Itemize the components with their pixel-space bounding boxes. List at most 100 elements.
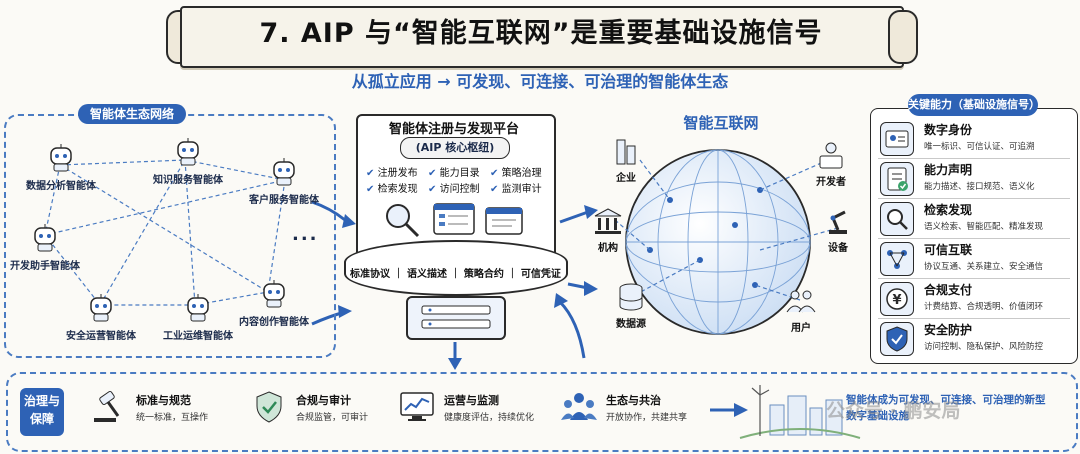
platform-hub-label: (AIP 核心枢纽): [400, 137, 510, 159]
capability-desc: 唯一标识、可信认证、可追溯: [924, 142, 1035, 152]
robot-icon: [34, 224, 56, 252]
capability-compliant-payment[interactable]: ¥ 合规支付 计费结算、合规透明、价值闭环: [876, 278, 1072, 319]
platform-title: 智能体注册与发现平台: [388, 122, 519, 137]
search-icon: [880, 202, 914, 236]
title-scroll: [180, 6, 904, 68]
agent-security-ops[interactable]: 安全运营智能体: [58, 292, 144, 342]
check-icon: ✔: [428, 168, 437, 179]
result-statement: 智能体成为可发现、可连接、可治理的新型数字基础设施: [846, 394, 1046, 422]
capability-name: 安全防护: [924, 323, 973, 337]
governance-operations[interactable]: 运营与监测 健康度评估，持续优化: [398, 384, 558, 434]
robot-icon: [177, 138, 199, 166]
network-node-developer[interactable]: 开发者: [806, 140, 856, 188]
agent-label: 数据分析智能体: [26, 181, 96, 192]
network-node-institution[interactable]: 机构: [586, 206, 630, 254]
governance-desc: 统一标准，互操作: [136, 413, 209, 423]
building-icon: [616, 139, 636, 165]
node-label: 机构: [598, 243, 618, 254]
yen-coin-icon: ¥: [880, 282, 914, 316]
governance-name: 合规与审计: [296, 394, 351, 407]
robot-icon: [273, 158, 295, 186]
scroll-right-roll: [888, 10, 918, 64]
server-base: [406, 296, 506, 340]
governance-strip: [6, 372, 1078, 452]
id-card-icon: [880, 122, 914, 156]
governance-desc: 开放协作，共建共享: [606, 413, 688, 423]
feature-item: ✔ 检索发现: [366, 184, 418, 195]
users-icon: [786, 290, 816, 313]
gavel-icon: [94, 390, 120, 422]
capability-desc: 能力描述、接口规范、语义化: [924, 182, 1035, 192]
network-title: 智能互联网: [683, 114, 759, 132]
capability-declaration[interactable]: 能力声明 能力描述、接口规范、语义化: [876, 158, 1072, 199]
governance-compliance[interactable]: 合规与审计 合规监管，可审计: [250, 384, 400, 434]
divider: [878, 158, 1070, 159]
capability-desc: 访问控制、隐私保护、风险防控: [924, 342, 1044, 352]
divider: [878, 278, 1070, 279]
capability-name: 数字身份: [924, 123, 973, 137]
agent-label: 客户服务智能体: [249, 195, 319, 206]
divider: [878, 198, 1070, 199]
capabilities-tag: 关键能力（基础设施信号）: [908, 94, 1040, 116]
policy-window-icon: [485, 207, 523, 235]
capability-desc: 协议互通、关系建立、安全通信: [924, 262, 1044, 272]
page-title: 7. AIP 与“智能互联网”是重要基础设施信号: [259, 18, 823, 49]
capability-desc: 计费结算、合规透明、价值闭环: [924, 302, 1044, 312]
feature-item: ✔ 访问控制: [428, 184, 480, 195]
capability-name: 检索发现: [924, 203, 973, 217]
governance-tag: 治理与保障: [20, 388, 64, 436]
platform-drum: [344, 240, 568, 296]
check-icon: ✔: [428, 184, 437, 195]
divider: [878, 238, 1070, 239]
agent-label: 开发助手智能体: [10, 261, 80, 272]
governance-standards[interactable]: 标准与规范 统一标准，互操作: [90, 384, 240, 434]
node-label: 数据源: [616, 319, 646, 330]
divider: [878, 318, 1070, 319]
page-subtitle: 从孤立应用 → 可发现、可连接、可治理的智能体生态: [351, 72, 729, 91]
agent-knowledge-service[interactable]: 知识服务智能体: [140, 136, 236, 186]
network-icon: [880, 242, 914, 276]
robot-icon: [187, 294, 209, 322]
feature-item: ✔ 监测审计: [490, 184, 542, 195]
governance-name: 运营与监测: [444, 394, 499, 407]
check-icon: ✔: [366, 184, 375, 195]
robot-icon: [50, 144, 72, 172]
node-label: 开发者: [816, 177, 846, 188]
agent-customer-service[interactable]: 客户服务智能体: [236, 156, 332, 206]
governance-ecosystem[interactable]: 生态与共治 开放协作，共建共享: [560, 384, 710, 434]
shield-check-icon: [256, 391, 282, 423]
network-node-device[interactable]: 设备: [816, 206, 860, 254]
capability-digital-identity[interactable]: 数字身份 唯一标识、可信认证、可追溯: [876, 118, 1072, 159]
capability-security[interactable]: 安全防护 访问控制、隐私保护、风险防控: [876, 318, 1072, 358]
check-icon: ✔: [490, 168, 499, 179]
checklist-icon: [880, 162, 914, 196]
watermark: 公众号 · 鹏安局: [826, 400, 961, 422]
capability-discovery[interactable]: 检索发现 语义检索、智能匹配、精准发现: [876, 198, 1072, 239]
agent-data-analysis[interactable]: 数据分析智能体: [16, 142, 106, 192]
capability-desc: 语义检索、智能匹配、精准发现: [924, 222, 1044, 232]
agent-label: 工业运维智能体: [163, 331, 233, 342]
robot-arm-icon: [829, 210, 847, 234]
network-node-enterprise[interactable]: 企业: [604, 136, 648, 184]
agent-dev-assistant[interactable]: 开发助手智能体: [2, 222, 88, 272]
agent-industrial-ops[interactable]: 工业运维智能体: [150, 292, 246, 342]
database-icon: [619, 283, 643, 311]
server-icon: [421, 305, 491, 329]
node-label: 设备: [828, 243, 848, 254]
governance-name: 生态与共治: [606, 394, 661, 407]
network-node-user[interactable]: 用户: [776, 286, 826, 334]
robot-icon: [90, 294, 112, 322]
agent-label: 安全运营智能体: [66, 331, 136, 342]
capability-name: 合规支付: [924, 283, 973, 297]
shield-check-icon: [880, 322, 914, 356]
institution-icon: [594, 208, 622, 234]
node-label: 用户: [791, 323, 811, 334]
agent-content-creation[interactable]: 内容创作智能体: [226, 278, 322, 328]
capability-name: 可信互联: [924, 243, 973, 257]
network-node-datasource[interactable]: 数据源: [606, 282, 656, 330]
svg-text:¥: ¥: [892, 293, 901, 308]
capability-trusted-interconnect[interactable]: 可信互联 协议互通、关系建立、安全通信: [876, 238, 1072, 279]
governance-desc: 健康度评估，持续优化: [444, 413, 535, 423]
feature-item: ✔ 能力目录: [428, 168, 480, 179]
